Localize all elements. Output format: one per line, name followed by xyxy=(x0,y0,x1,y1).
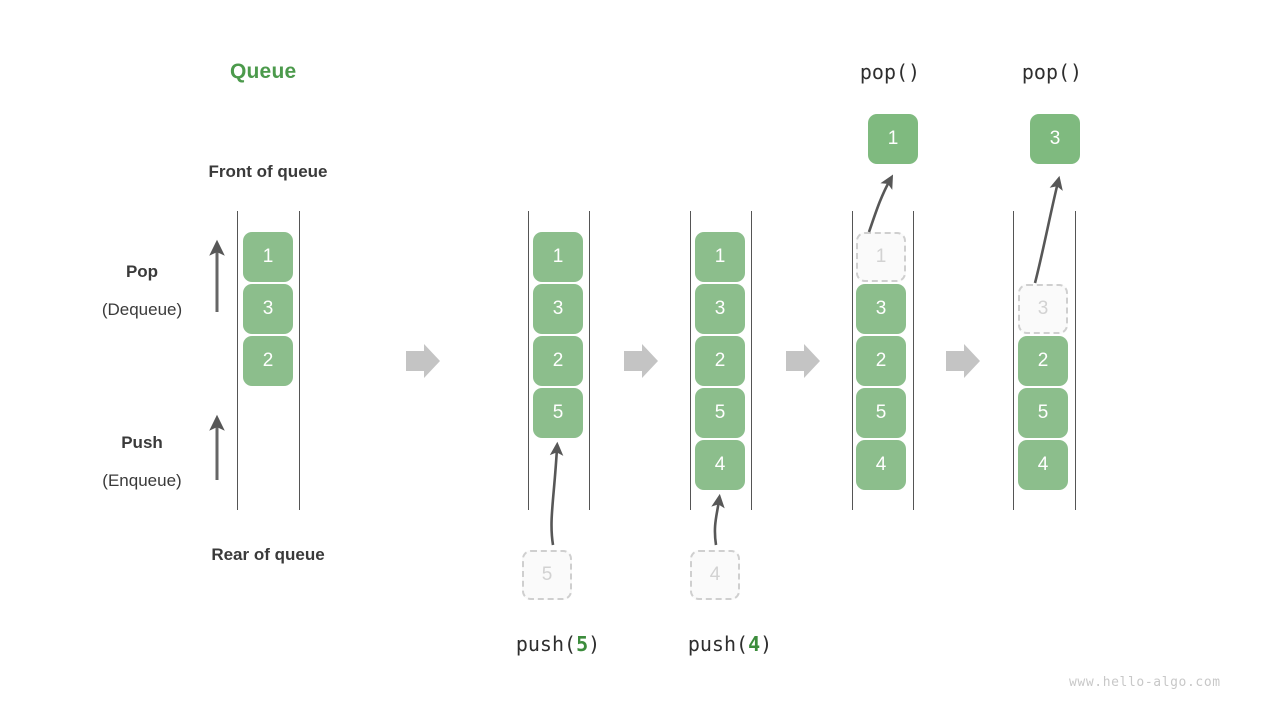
site-watermark: www.hello-algo.com xyxy=(1069,675,1221,690)
rear-of-queue-label: Rear of queue xyxy=(211,545,325,564)
caption-arg: 5 xyxy=(576,632,589,656)
queue-cell: 3 xyxy=(856,284,906,334)
step-chevron-icon xyxy=(624,344,658,378)
incoming-element-ghost: 5 xyxy=(522,550,572,600)
queue-cell: 4 xyxy=(695,440,745,490)
queue-cell: 3 xyxy=(243,284,293,334)
queue-cell: 2 xyxy=(856,336,906,386)
step-chevron-icon xyxy=(946,344,980,378)
queue-cell: 3 xyxy=(695,284,745,334)
column-caption: pop() xyxy=(859,60,921,84)
column-caption: push(4) xyxy=(630,632,830,656)
queue-cell: 5 xyxy=(856,388,906,438)
incoming-element-ghost: 4 xyxy=(690,550,740,600)
queue-cell: 1 xyxy=(533,232,583,282)
rail-right xyxy=(913,211,914,510)
rail-left xyxy=(852,211,853,510)
queue-cell: 2 xyxy=(533,336,583,386)
column-caption: push(5) xyxy=(458,632,658,656)
pop-3-arrow xyxy=(1033,175,1063,284)
push-sublabel: (Enqueue) xyxy=(102,471,182,490)
popped-element: 1 xyxy=(868,114,918,164)
queue-cell-ghost: 1 xyxy=(856,232,906,282)
column-caption: pop() xyxy=(1021,60,1083,84)
queue-cell: 1 xyxy=(695,232,745,282)
rail-left xyxy=(237,211,238,510)
push-5-arrow xyxy=(549,441,564,546)
rail-right xyxy=(299,211,300,510)
caption-suffix: ) xyxy=(588,632,601,656)
caption-prefix: push( xyxy=(687,632,749,656)
caption-prefix: push( xyxy=(515,632,577,656)
queue-cell: 4 xyxy=(856,440,906,490)
queue-cell: 2 xyxy=(695,336,745,386)
queue-cell: 5 xyxy=(1018,388,1068,438)
pop-label: Pop xyxy=(125,262,159,281)
popped-element: 3 xyxy=(1030,114,1080,164)
pop-sublabel: (Dequeue) xyxy=(101,300,183,319)
queue-cell: 3 xyxy=(533,284,583,334)
push-label: Push xyxy=(121,433,163,452)
rail-right xyxy=(751,211,752,510)
caption-suffix: ) xyxy=(760,632,773,656)
queue-cell: 2 xyxy=(243,336,293,386)
rail-right xyxy=(1075,211,1076,510)
rail-right xyxy=(589,211,590,510)
rail-left xyxy=(528,211,529,510)
step-chevron-icon xyxy=(786,344,820,378)
rail-left xyxy=(690,211,691,510)
step-chevron-icon xyxy=(406,344,440,378)
queue-cell: 4 xyxy=(1018,440,1068,490)
queue-cell: 2 xyxy=(1018,336,1068,386)
push-4-arrow xyxy=(711,493,725,546)
pop-1-arrow xyxy=(867,174,894,233)
queue-cell-ghost: 3 xyxy=(1018,284,1068,334)
queue-cell: 5 xyxy=(695,388,745,438)
rail-left xyxy=(1013,211,1014,510)
page-title: Queue xyxy=(230,60,297,83)
caption-arg: 4 xyxy=(748,632,761,656)
queue-cell: 1 xyxy=(243,232,293,282)
queue-cell: 5 xyxy=(533,388,583,438)
front-of-queue-label: Front of queue xyxy=(208,162,328,181)
